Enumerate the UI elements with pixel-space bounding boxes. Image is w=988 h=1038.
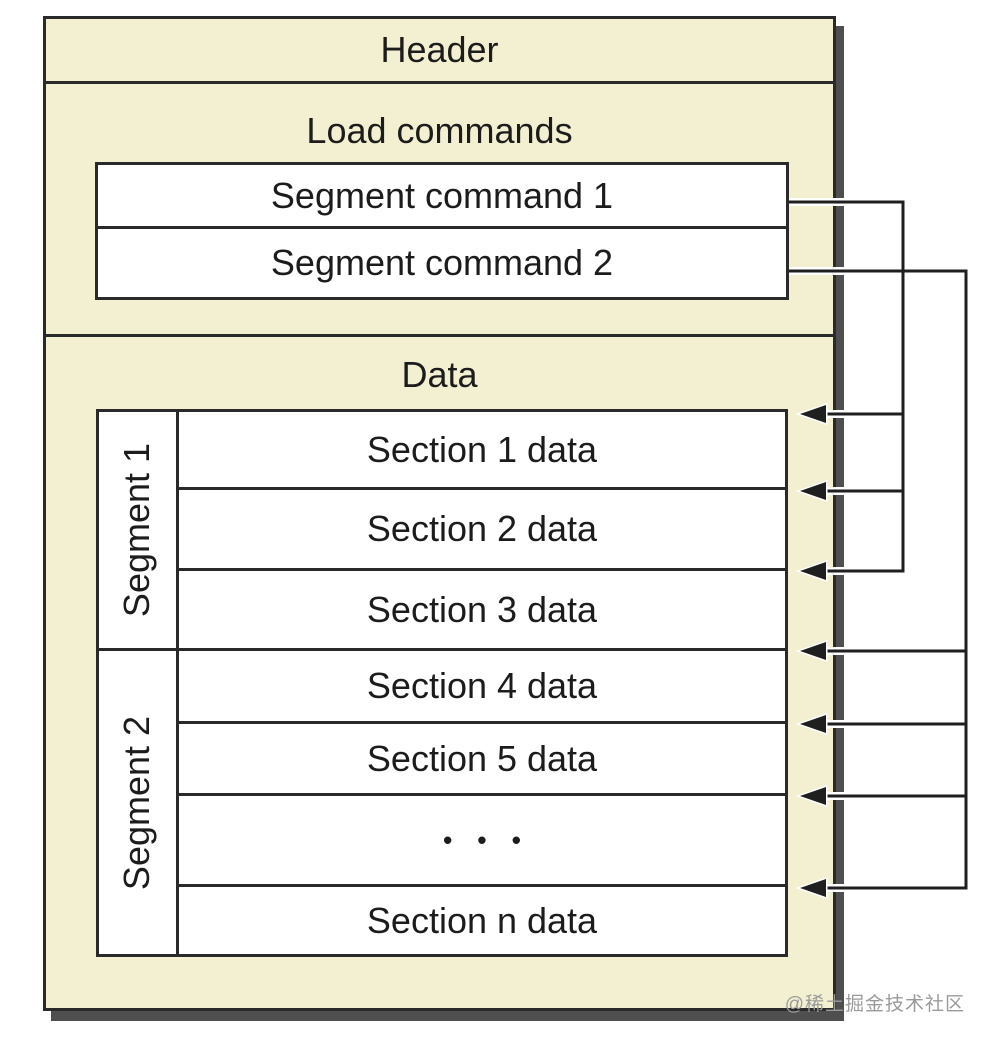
data-band: Data xyxy=(46,355,833,395)
section-4-data-label: Section 4 data xyxy=(366,665,598,706)
segment-1-block: Segment 1 Section 1 data Section 2 data … xyxy=(99,412,785,651)
segment-1-label: Segment 1 xyxy=(116,442,158,618)
segment-commands-box: Segment command 1 Segment command 2 xyxy=(95,162,789,300)
section-2-data-label: Section 2 data xyxy=(366,508,598,549)
segment-command-2-label: Segment command 2 xyxy=(270,242,614,283)
segment-2-label-col: Segment 2 xyxy=(99,651,179,954)
segment-2-sections: Section 4 data Section 5 data • • • Sect… xyxy=(179,651,785,954)
data-box: Segment 1 Section 1 data Section 2 data … xyxy=(96,409,788,957)
section-3-data-row: Section 3 data xyxy=(179,571,785,648)
section-ellipsis-label: • • • xyxy=(443,825,530,855)
load-commands-band: Load commands xyxy=(46,111,833,151)
section-5-data-label: Section 5 data xyxy=(366,737,598,779)
section-n-data-row: Section n data xyxy=(179,887,785,954)
segment-2-label: Segment 2 xyxy=(116,715,158,890)
load-commands-label: Load commands xyxy=(306,110,573,151)
data-label: Data xyxy=(401,354,478,395)
load-commands-data-divider xyxy=(43,334,836,337)
segment-command-1-row: Segment command 1 xyxy=(98,165,786,229)
segment-command-1-label: Segment command 1 xyxy=(270,174,614,216)
section-ellipsis-row: • • • xyxy=(179,796,785,887)
header-label: Header xyxy=(380,29,499,70)
section-5-data-row: Section 5 data xyxy=(179,724,785,796)
section-2-data-row: Section 2 data xyxy=(179,490,785,571)
segment-1-label-col: Segment 1 xyxy=(99,412,179,648)
section-1-data-row: Section 1 data xyxy=(179,412,785,490)
segment-command-2-row: Segment command 2 xyxy=(98,229,786,297)
file-outline-box: Header Load commands Segment command 1 S… xyxy=(43,16,836,1011)
section-4-data-row: Section 4 data xyxy=(179,651,785,724)
header-band: Header xyxy=(46,19,833,84)
segment-1-sections: Section 1 data Section 2 data Section 3 … xyxy=(179,412,785,648)
section-3-data-label: Section 3 data xyxy=(366,588,598,630)
section-1-data-label: Section 1 data xyxy=(366,428,598,470)
watermark-text: @稀土掘金技术社区 xyxy=(784,994,965,1015)
segment-2-block: Segment 2 Section 4 data Section 5 data … xyxy=(99,651,785,954)
section-n-data-label: Section n data xyxy=(366,899,598,941)
